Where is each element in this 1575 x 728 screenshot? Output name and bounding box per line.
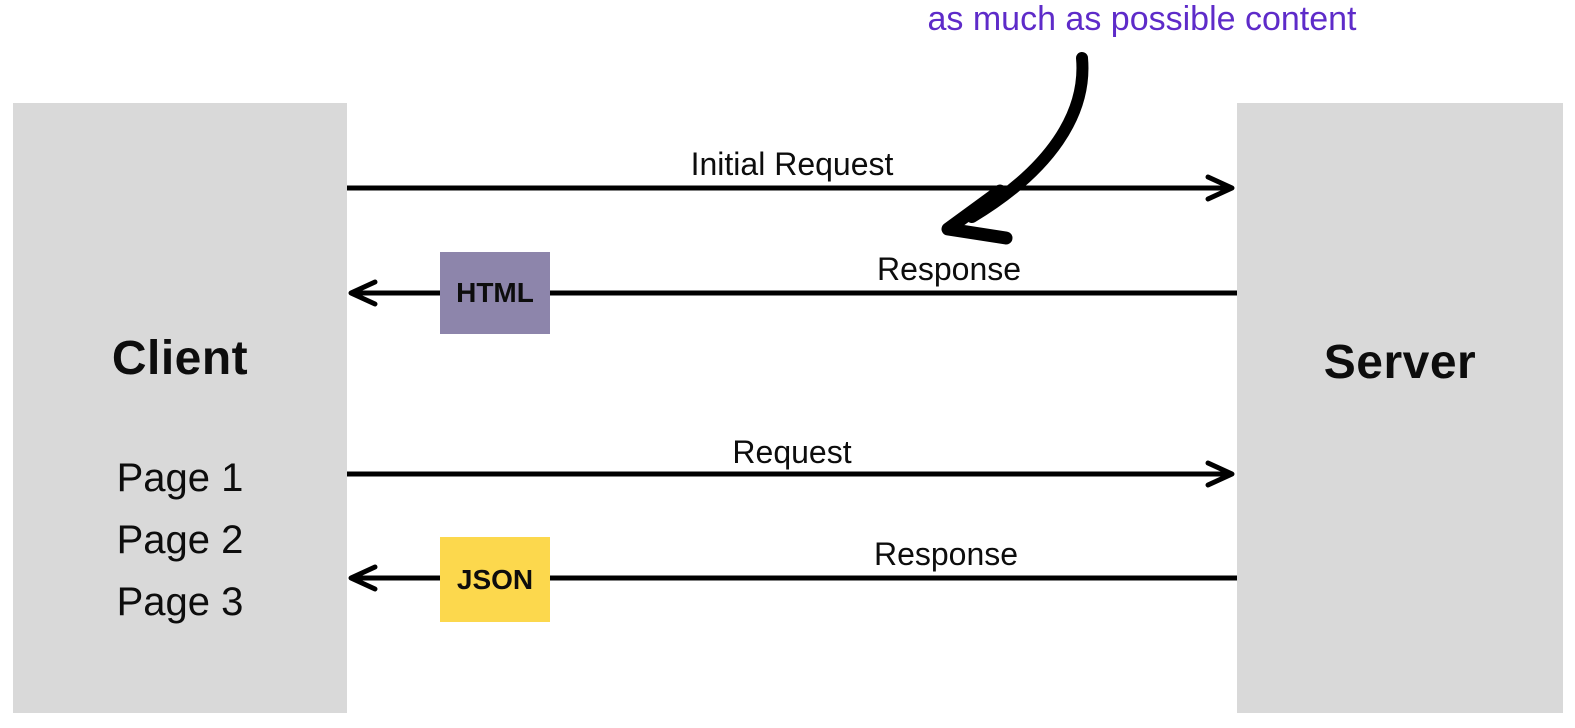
arrowhead-right-icon	[1205, 460, 1235, 488]
response-json-label: Response	[873, 536, 1019, 572]
arrowhead-left-icon	[348, 279, 378, 307]
client-page-item: Page 3	[116, 580, 244, 624]
initial-request-label: Initial Request	[690, 146, 894, 182]
arrowhead-right-icon	[1205, 174, 1235, 202]
initial-request-arrow	[347, 174, 1235, 202]
html-payload-badge: HTML	[440, 252, 550, 334]
client-title: Client	[111, 332, 249, 385]
annotation-arrowhead-icon	[941, 184, 1013, 245]
request-arrow	[347, 460, 1235, 488]
client-box: Client Page 1 Page 2 Page 3	[13, 103, 347, 713]
json-payload-badge: JSON	[440, 537, 550, 622]
client-page-item: Page 1	[116, 456, 244, 500]
annotation-curved-arrow-icon	[941, 52, 1089, 245]
client-page-item: Page 2	[116, 518, 244, 562]
server-box: Server	[1237, 103, 1563, 713]
arrowhead-left-icon	[348, 564, 378, 592]
client-page-list: Page 1 Page 2 Page 3	[13, 447, 347, 633]
annotation-note: as much as possible content	[927, 0, 1357, 38]
server-title: Server	[1323, 336, 1477, 389]
response-html-label: Response	[876, 251, 1022, 287]
request-label: Request	[732, 434, 852, 470]
